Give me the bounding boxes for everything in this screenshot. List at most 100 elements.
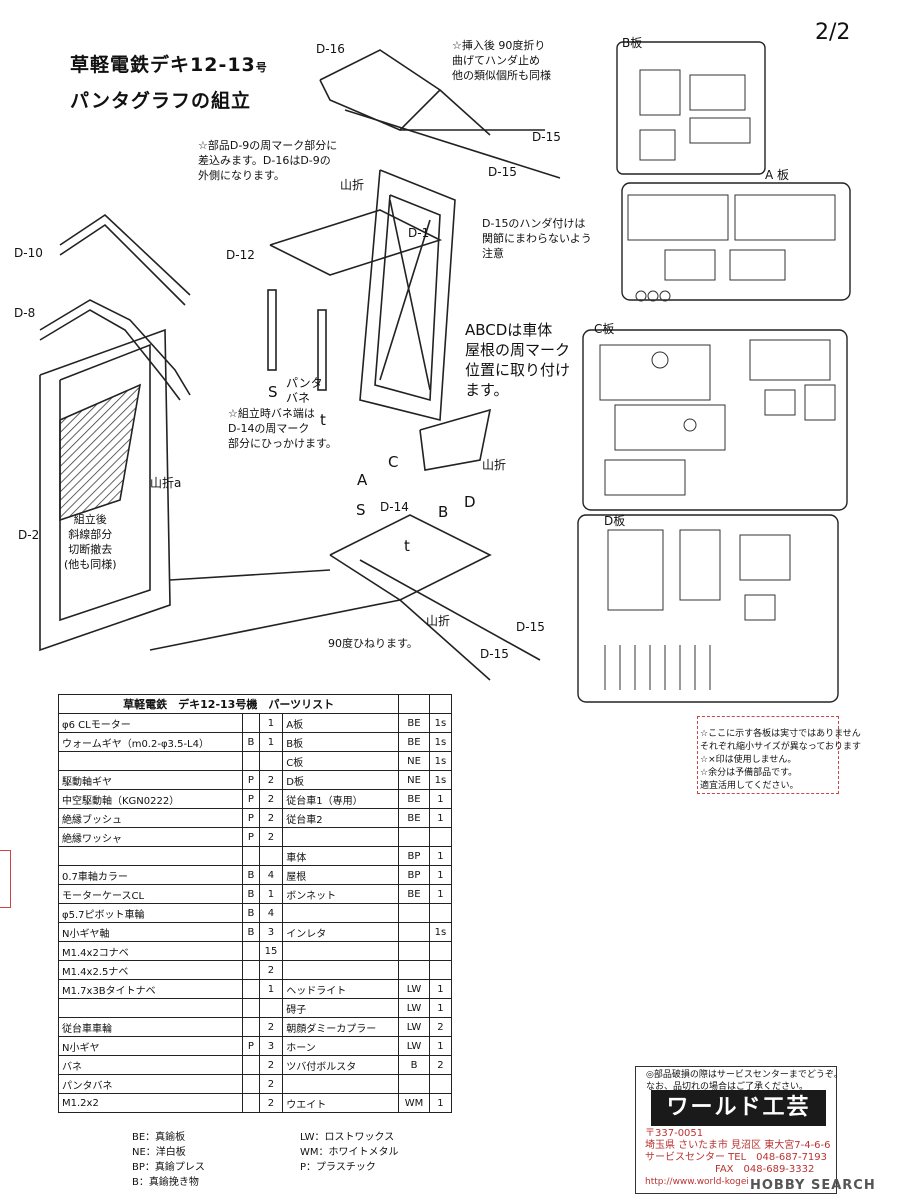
table-cell: φ5.7ピボット車輪 (57, 903, 244, 923)
table-cell: BP (398, 846, 430, 866)
service-url: http://www.world-kogei (645, 1177, 749, 1187)
table-cell: モーターケースCL (57, 884, 244, 904)
label-plate-d: D板 (604, 514, 626, 528)
table-cell (242, 998, 260, 1018)
watermark: HOBBY SEARCH (750, 1178, 876, 1193)
plate-a-outline (621, 182, 851, 301)
table-cell: 絶縁ワッシャ (57, 827, 244, 847)
table-cell: P (242, 1036, 260, 1056)
table-cell: 中空駆動軸（KGN0222） (57, 789, 244, 809)
label-yamaori-2: 山折 (482, 458, 507, 472)
table-cell: 1 (428, 1093, 453, 1113)
table-cell: 1 (258, 713, 284, 733)
table-cell: 2 (428, 1055, 453, 1075)
label-panta-bane: パンタ バネ (286, 376, 323, 405)
label-d8: D-8 (14, 306, 36, 320)
table-cell (242, 1074, 260, 1094)
stamp-line5: 適宜活用してください。 (700, 781, 799, 791)
legend-bp: BP：真鍮プレス (132, 1162, 205, 1173)
label-s1: S (268, 383, 278, 401)
table-cell: P (242, 789, 260, 809)
note-twist: 90度ひねります。 (328, 637, 418, 650)
label-d10: D-10 (14, 246, 43, 260)
pantograph-top-arm (319, 49, 442, 131)
table-cell: N小ギヤ軸 (57, 922, 244, 942)
table-cell: BE (398, 884, 430, 904)
note-d15-solder: D-15のハンダ付けは 関節にまわらないよう 注意 (482, 217, 592, 260)
table-cell: B (398, 1055, 430, 1075)
table-cell: 1 (258, 732, 284, 752)
stamp-line4: ☆余分は予備部品です。 (700, 768, 798, 778)
label-plate-c: C板 (594, 322, 615, 336)
table-cell: LW (398, 979, 430, 999)
table-cell: 1s (428, 713, 453, 733)
table-cell (282, 960, 400, 980)
note-insert-bend: ☆挿入後 90度折り 曲げてハンダ止め 他の類似個所も同様 (452, 39, 551, 82)
table-cell: NE (398, 751, 430, 771)
table-cell (282, 1074, 400, 1094)
label-d16: D-16 (316, 42, 345, 56)
table-cell (398, 1074, 430, 1094)
service-street: 埼玉県 さいたま市 見沼区 東大宮7-4-6-6 (645, 1140, 831, 1151)
label-yamaori-3: 山折 (426, 614, 451, 628)
table-cell: BE (398, 789, 430, 809)
service-box (635, 1066, 837, 1194)
d15-rod-4 (399, 599, 491, 681)
table-cell (242, 941, 260, 961)
frame-d1 (359, 169, 456, 422)
table-cell (428, 827, 453, 847)
table-cell: 1 (428, 979, 453, 999)
d15-rod-3 (359, 559, 541, 661)
table-cell (57, 751, 244, 771)
table-cell: 従台車車輪 (57, 1017, 244, 1037)
part-d8 (39, 299, 191, 396)
table-cell: 2 (258, 960, 284, 980)
arm-d12 (269, 209, 443, 276)
service-zip: 〒337-0051 (645, 1128, 704, 1139)
label-c: C (388, 453, 399, 471)
table-cell: A板 (282, 713, 400, 733)
table-cell: P (242, 808, 260, 828)
table-cell: 1 (258, 979, 284, 999)
table-cell: 従台車2 (282, 808, 400, 828)
note-d9-insert: ☆部品D-9の周マーク部分に 差込みます。D-16はD-9の 外側になります。 (198, 139, 338, 182)
label-d1: D-1 (408, 226, 430, 240)
table-cell (282, 827, 400, 847)
table-cell: 車体 (282, 846, 400, 866)
table-cell: φ6 CLモーター (57, 713, 244, 733)
table-cell: 2 (258, 1055, 284, 1075)
legend-right: LW：ロストワックス WM：ホワイトメタル P：プラスチック (300, 1130, 399, 1175)
stamp-line2: それぞれ縮小サイズが異なっております (700, 742, 862, 752)
service-notice1: ◎部品破損の際はサービスセンターまでどうぞ。 (646, 1070, 843, 1080)
service-address: 〒337-0051 埼玉県 さいたま市 見沼区 東大宮7-4-6-6 サービスセ… (645, 1128, 831, 1188)
table-cell (57, 846, 244, 866)
table-cell: BE (398, 713, 430, 733)
table-cell (398, 903, 430, 923)
page-number: 2/2 (815, 20, 851, 45)
table-cell: BP (398, 865, 430, 885)
label-d2: D-2 (18, 528, 40, 542)
stamp-line1: ☆ここに示す各板は実寸ではありません (700, 729, 861, 739)
table-cell: ボンネット (282, 884, 400, 904)
table-cell: 3 (258, 1036, 284, 1056)
table-cell: N小ギヤ (57, 1036, 244, 1056)
hatched-cut-area (59, 383, 142, 522)
table-cell: M1.7x3Bタイトナベ (57, 979, 244, 999)
table-cell: ウエイト (282, 1093, 400, 1113)
table-cell (258, 846, 284, 866)
d15-rod-2 (344, 109, 561, 179)
table-cell: 1s (428, 770, 453, 790)
table-cell (398, 960, 430, 980)
legend-b: B：真鍮挽き物 (132, 1177, 199, 1188)
table-cell (242, 846, 260, 866)
table-cell: ヘッドライト (282, 979, 400, 999)
table-cell (258, 998, 284, 1018)
table-cell: パンタバネ (57, 1074, 244, 1094)
